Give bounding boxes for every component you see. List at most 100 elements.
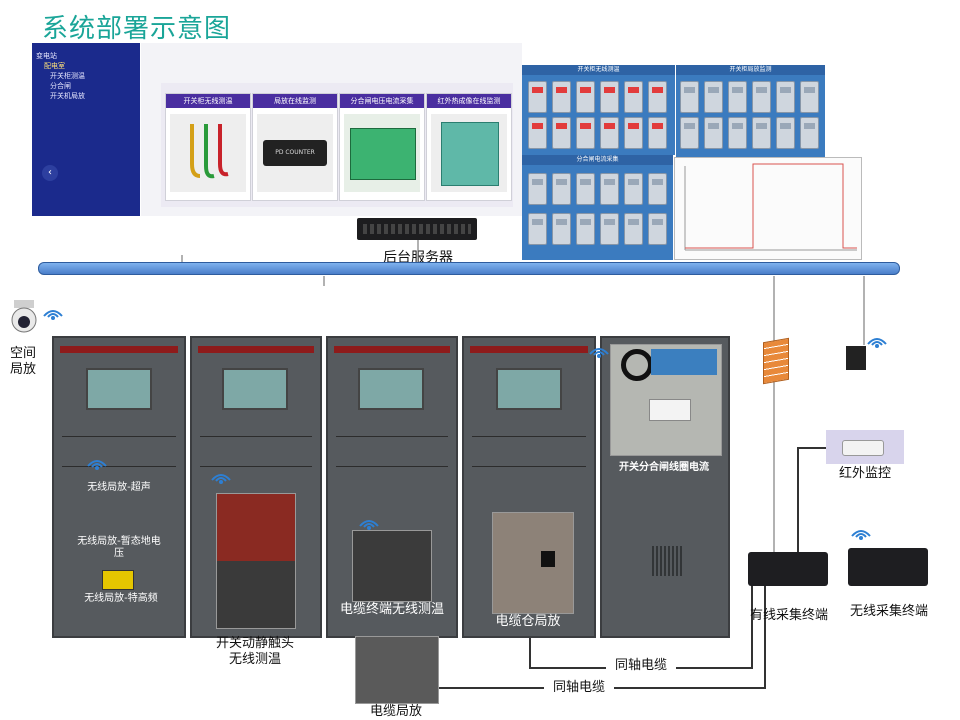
vent-grille: [652, 546, 682, 576]
sensor-widget-tile[interactable]: [552, 213, 571, 245]
current-waveform-plot: [674, 157, 862, 260]
cable-end-temp-label: 电缆终端无线测温: [339, 602, 444, 617]
sensor-widget-tile[interactable]: [576, 213, 595, 245]
page-title: 系统部署示意图: [42, 14, 232, 44]
sensor-widget-tile[interactable]: [552, 117, 571, 149]
ir-monitor-label: 红外监控: [838, 466, 891, 481]
sensor-widget-tile[interactable]: [624, 173, 643, 205]
sensor-widget-tile[interactable]: [624, 213, 643, 245]
cable-pd-photo: [355, 636, 439, 704]
sensor-widget-tile[interactable]: [728, 117, 747, 149]
nav-tree-item-pd[interactable]: 开关机局放: [50, 92, 85, 100]
pd-counter-image: PD COUNTER: [257, 114, 333, 192]
sensor-widget-tile[interactable]: [680, 81, 699, 113]
acquisition-board-image: [344, 114, 420, 192]
status-indicator: [628, 123, 639, 129]
status-indicator: [684, 87, 695, 93]
cable-room-sensor-photo: [492, 512, 574, 614]
app-card-ir[interactable]: 红外热成像在线监测: [426, 93, 512, 201]
sensor-widget-tile[interactable]: [528, 173, 547, 205]
ir-camera-icon: [826, 430, 904, 464]
sensor-widget-tile[interactable]: [600, 81, 619, 113]
sensor-widget-tile[interactable]: [776, 81, 795, 113]
nav-tree-item-switch[interactable]: 分合闸: [50, 82, 71, 90]
switchgear-cabinet-3: 电缆终端无线测温: [326, 336, 458, 638]
sensor-widget-tile[interactable]: [704, 81, 723, 113]
sensor-widget-tile[interactable]: [576, 81, 595, 113]
status-indicator: [532, 179, 543, 185]
nav-tree-root[interactable]: 变电站: [36, 52, 57, 60]
status-indicator: [580, 179, 591, 185]
dashboard-title: 开关柜局放监测: [676, 65, 825, 75]
status-indicator: [708, 123, 719, 129]
sensor-widget-tile[interactable]: [704, 117, 723, 149]
sensor-widget-tile[interactable]: [752, 117, 771, 149]
sensor-widget-tile[interactable]: [648, 81, 667, 113]
status-indicator: [804, 123, 815, 129]
switchgear-cabinet-2: [190, 336, 322, 638]
chevron-left-icon[interactable]: ‹: [42, 165, 58, 181]
sensor-widget-tile[interactable]: [576, 173, 595, 205]
switchgear-cabinet-5: 开关分合闸线圈电流: [600, 336, 730, 638]
sensor-widget-tile[interactable]: [600, 173, 619, 205]
dashboard-title: 分合闸电流采集: [522, 155, 673, 165]
status-indicator: [652, 179, 663, 185]
coil-current-label: 开关分合闸线圈电流: [619, 462, 709, 473]
sensor-widget-tile[interactable]: [728, 81, 747, 113]
app-card-switch[interactable]: 分合闸电压电流采集: [339, 93, 425, 201]
status-indicator: [628, 219, 639, 225]
cable-end-sensor-photo: [352, 530, 432, 602]
nav-tree-sub[interactable]: 配电室: [44, 62, 65, 70]
cable-pd-label: 电缆局放: [369, 704, 422, 719]
sensor-widget-tile[interactable]: [552, 81, 571, 113]
sensor-widget-tile[interactable]: [624, 81, 643, 113]
status-indicator: [604, 123, 615, 129]
status-indicator: [732, 87, 743, 93]
wifi-icon: [867, 338, 887, 348]
sensor-widget-tile[interactable]: [528, 117, 547, 149]
sensor-widget-tile[interactable]: [600, 117, 619, 149]
app-card-pd[interactable]: 局放在线监测 PD COUNTER: [252, 93, 338, 201]
wifi-icon: [359, 520, 379, 530]
sensor-widget-tile[interactable]: [648, 117, 667, 149]
status-indicator: [580, 123, 591, 129]
sensor-widget-tile[interactable]: [552, 173, 571, 205]
status-indicator: [756, 87, 767, 93]
wired-terminal-label: 有线采集终端: [749, 608, 828, 623]
switchgear-cabinet-4: 电缆仓局放: [462, 336, 596, 638]
status-indicator: [580, 219, 591, 225]
cable-room-pd-label: 电缆仓局放: [495, 614, 561, 629]
sensor-widget-tile[interactable]: [576, 117, 595, 149]
status-indicator: [652, 219, 663, 225]
nav-tree-item-temp[interactable]: 开关柜测温: [50, 72, 85, 80]
wireless-terminal-icon: [848, 548, 928, 586]
dashboard-temp: 开关柜无线测温: [522, 65, 675, 155]
sensor-widget-tile[interactable]: [648, 173, 667, 205]
monitoring-app-panel: 开关柜无线测温 局放在线监测 PD COUNTER 分合闸电压电流采集 红外热成…: [141, 43, 522, 216]
sensor-widget-tile[interactable]: [528, 213, 547, 245]
dashboard-pd: 开关柜局放监测: [676, 65, 825, 157]
sensor-widget-tile[interactable]: [624, 117, 643, 149]
dashboard-coil: 分合闸电流采集: [522, 155, 673, 260]
sensor-widget-tile[interactable]: [800, 81, 819, 113]
app-card-title: 分合闸电压电流采集: [340, 94, 424, 108]
status-indicator: [652, 123, 663, 129]
status-indicator: [628, 87, 639, 93]
status-indicator: [756, 123, 767, 129]
sensor-widget-tile[interactable]: [776, 117, 795, 149]
sensor-widget-tile[interactable]: [752, 81, 771, 113]
sensor-clips-image: [170, 114, 246, 192]
status-indicator: [780, 87, 791, 93]
app-card-temp[interactable]: 开关柜无线测温: [165, 93, 251, 201]
sensor-widget-tile[interactable]: [528, 81, 547, 113]
status-indicator: [532, 219, 543, 225]
pd-ultrasonic-label: 无线局放-超声: [87, 482, 151, 493]
sensor-widget-tile[interactable]: [648, 213, 667, 245]
status-indicator: [708, 87, 719, 93]
status-indicator: [804, 87, 815, 93]
sensor-widget-tile[interactable]: [600, 213, 619, 245]
sensor-widget-tile[interactable]: [800, 117, 819, 149]
wifi-icon: [87, 460, 107, 470]
status-indicator: [532, 87, 543, 93]
sensor-widget-tile[interactable]: [680, 117, 699, 149]
